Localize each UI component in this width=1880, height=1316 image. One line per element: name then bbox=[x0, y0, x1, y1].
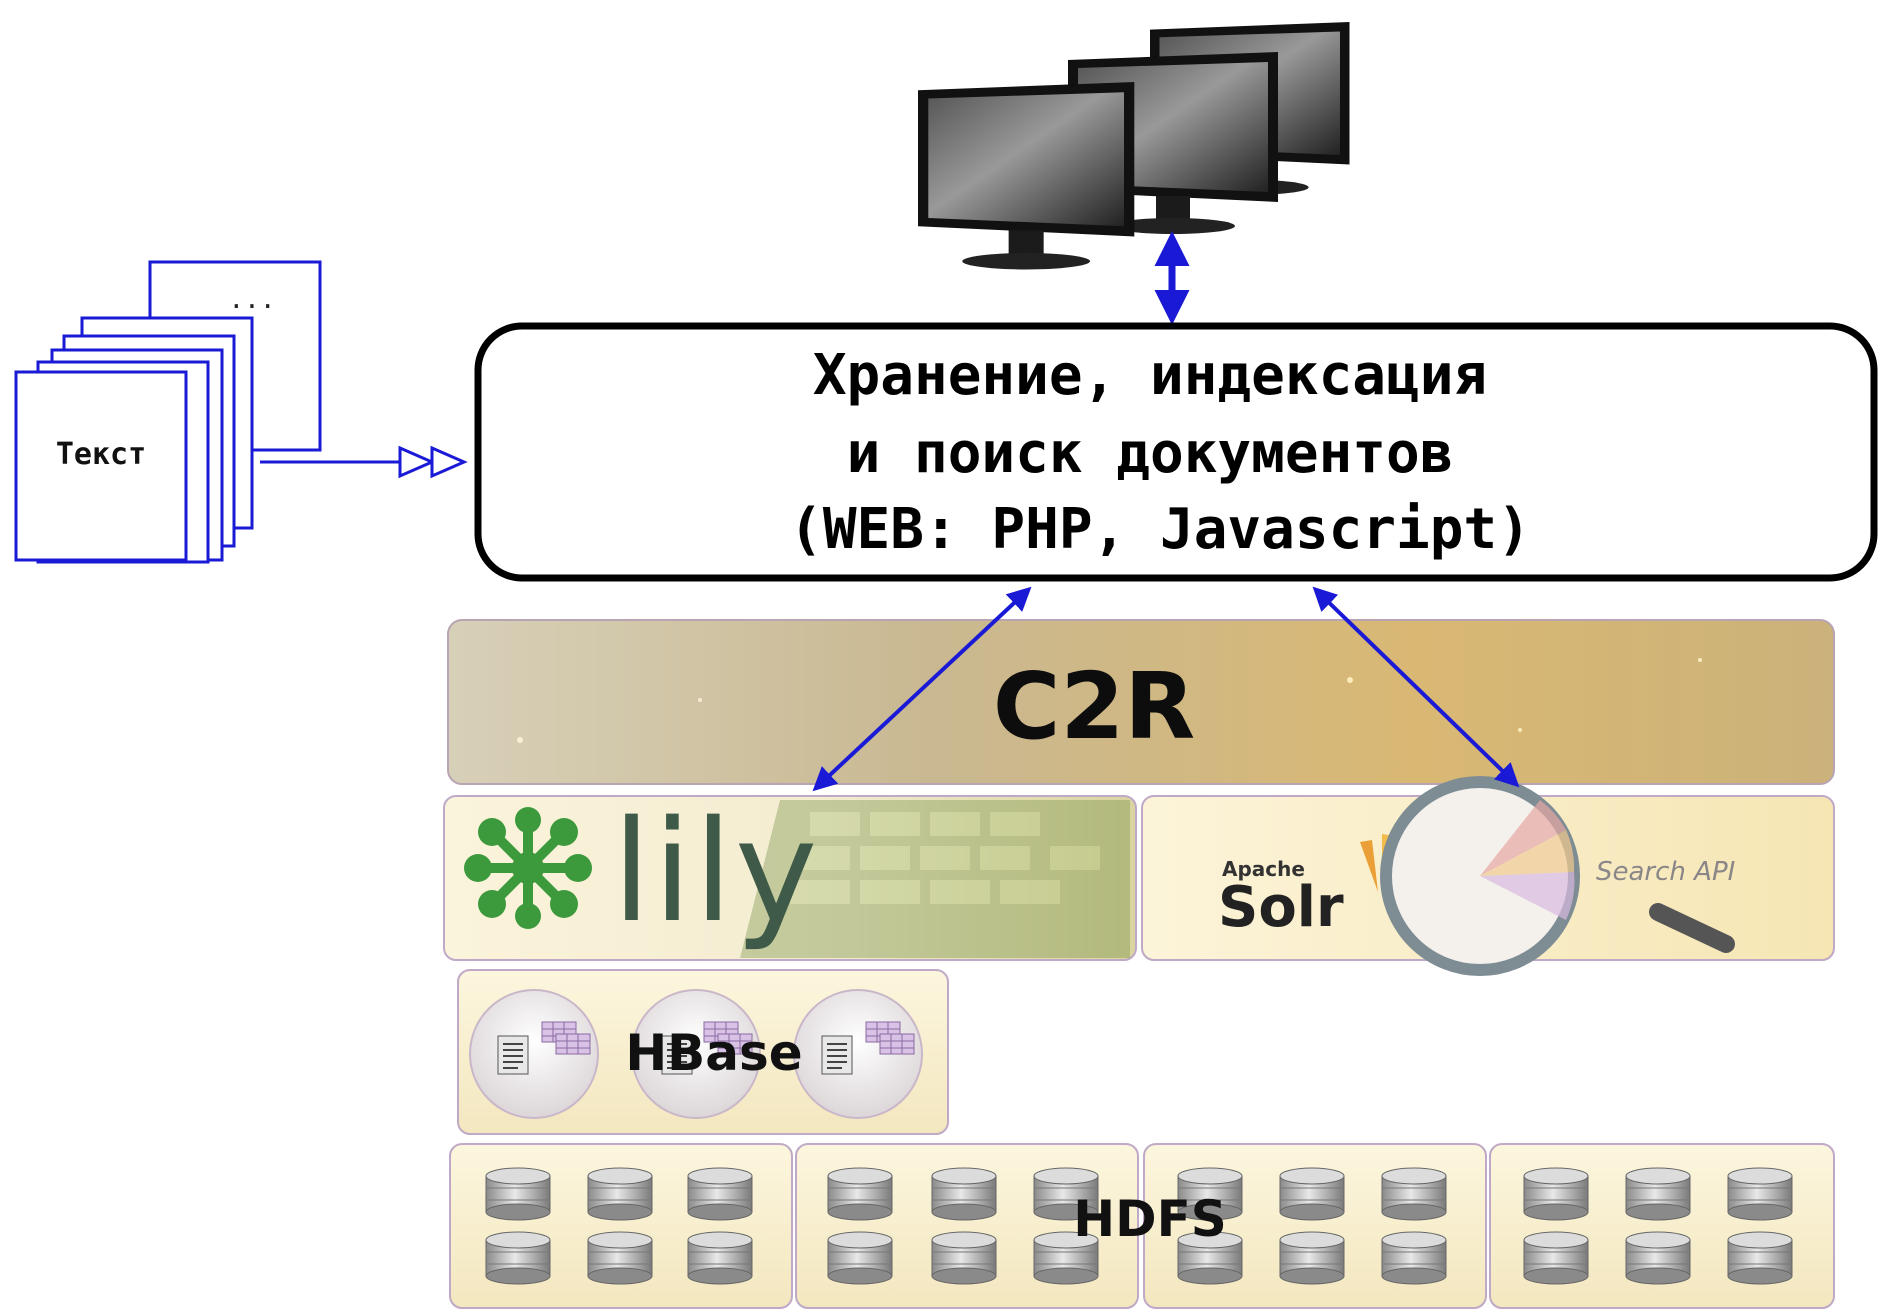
hdfs-node-4 bbox=[1489, 1143, 1835, 1309]
database-icon bbox=[485, 1167, 551, 1221]
hbase-region-1 bbox=[469, 989, 599, 1119]
lily-logo-text: lily bbox=[612, 791, 820, 954]
main-box-line-2: и поиск документов bbox=[847, 421, 1454, 486]
database-icon bbox=[1523, 1231, 1589, 1285]
database-icon bbox=[1625, 1167, 1691, 1221]
hbase-region-2 bbox=[631, 989, 761, 1119]
database-icon bbox=[827, 1167, 893, 1221]
hbase-region-3 bbox=[793, 989, 923, 1119]
main-box-line-1: Хранение, индексация bbox=[813, 343, 1487, 408]
database-icon bbox=[485, 1231, 551, 1285]
hbase-label: HBase bbox=[625, 1024, 802, 1082]
database-icon bbox=[827, 1231, 893, 1285]
database-icon bbox=[687, 1167, 753, 1221]
database-icon bbox=[1727, 1231, 1793, 1285]
search-api-label: Search API bbox=[1596, 857, 1735, 887]
document-stack-icon bbox=[14, 260, 322, 564]
client-monitors bbox=[918, 22, 1350, 270]
document-label: Текст bbox=[56, 437, 146, 472]
hdfs-node-2 bbox=[795, 1143, 1139, 1309]
database-icon bbox=[1727, 1167, 1793, 1221]
database-icon bbox=[1279, 1167, 1345, 1221]
lily-flower-icon bbox=[464, 807, 592, 929]
hbase-panel: HBase bbox=[457, 969, 949, 1135]
solr-connector-arrow bbox=[1312, 586, 1520, 788]
database-icon bbox=[1381, 1167, 1447, 1221]
magnifier-icon bbox=[1380, 776, 1735, 976]
c2r-label: C2R bbox=[993, 653, 1195, 760]
hdfs-layer: HDFS bbox=[449, 1143, 1835, 1309]
main-service-box: Хранение, индексация и поиск документов … bbox=[474, 322, 1878, 582]
solr-apache-label: Apache bbox=[1222, 857, 1305, 881]
database-icon bbox=[931, 1167, 997, 1221]
document-icon bbox=[821, 1035, 853, 1075]
solr-panel: Apache Solr Search API bbox=[1141, 776, 1835, 976]
database-icon bbox=[1523, 1167, 1589, 1221]
hdfs-label: HDFS bbox=[1073, 1190, 1227, 1248]
database-icon bbox=[1279, 1231, 1345, 1285]
lily-panel: lily bbox=[443, 791, 1137, 961]
solr-logo-text: Solr bbox=[1218, 875, 1344, 940]
hdfs-node-3 bbox=[1143, 1143, 1487, 1309]
database-icon bbox=[931, 1231, 997, 1285]
database-icon bbox=[1381, 1231, 1447, 1285]
document-input-arrow bbox=[260, 445, 468, 479]
database-icon bbox=[1625, 1231, 1691, 1285]
lily-connector-arrow bbox=[812, 586, 1032, 792]
database-icon bbox=[587, 1167, 653, 1221]
document-icon bbox=[497, 1035, 529, 1075]
hdfs-node-1 bbox=[449, 1143, 793, 1309]
c2r-layer: C2R bbox=[447, 619, 1835, 785]
lily-keyboard-backdrop bbox=[740, 800, 1130, 958]
monitor-icon bbox=[918, 82, 1135, 270]
database-icon bbox=[687, 1231, 753, 1285]
main-box-line-3: (WEB: PHP, Javascript) bbox=[789, 497, 1531, 562]
database-icon bbox=[587, 1231, 653, 1285]
documents-ellipsis: ... bbox=[229, 285, 276, 315]
